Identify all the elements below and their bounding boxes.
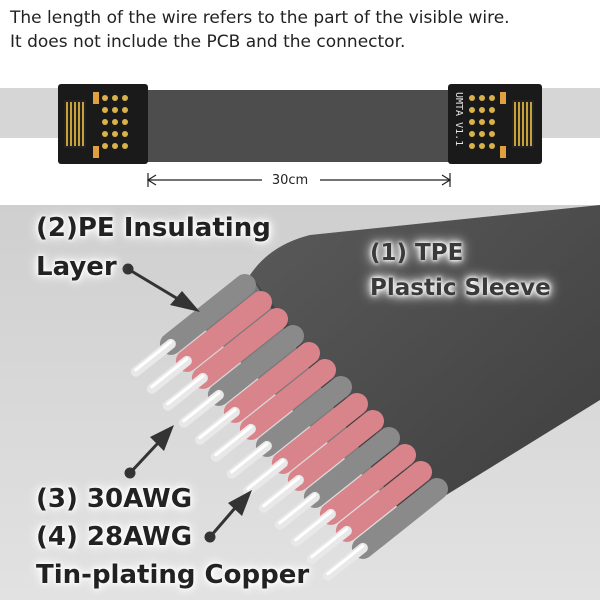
wire-highlight	[326, 544, 365, 576]
wire-group	[130, 274, 448, 581]
wire-conductor	[274, 491, 320, 530]
length-label: 30cm	[272, 173, 308, 188]
wire-conductor	[290, 508, 336, 547]
wire-highlight	[262, 476, 301, 508]
tpe-label-2: Plastic Sleeve	[370, 275, 551, 301]
wire-conductor	[130, 338, 176, 377]
wire-highlight	[182, 391, 221, 423]
wire-highlight	[150, 357, 189, 389]
header-line-1: The length of the wire refers to the par…	[10, 8, 510, 28]
pe-layer-label-2: Layer	[36, 252, 117, 282]
wire-conductor	[306, 525, 352, 564]
pcb-marking: UMTA V1.1	[453, 92, 464, 146]
wire-highlight	[294, 510, 333, 542]
wire-conductor	[322, 542, 368, 581]
wire-insulation	[159, 274, 256, 355]
wire-insulation	[207, 325, 304, 406]
awg30-label: (3) 30AWG	[36, 484, 193, 514]
wire-conductor	[210, 423, 256, 462]
tpe-sleeve	[250, 205, 600, 511]
wire-highlight	[310, 527, 349, 559]
wire-highlight	[230, 442, 269, 474]
flat-cable	[145, 90, 450, 162]
wire-insulation	[175, 291, 272, 372]
cable-overview: UMTA V1.1 30cm	[0, 84, 600, 188]
wire-highlight	[134, 340, 173, 372]
wire-insulation	[335, 461, 432, 542]
right-tab	[540, 88, 600, 138]
wire-highlight	[246, 459, 285, 491]
awg30-arrow	[124, 425, 174, 479]
wire-highlight	[214, 425, 253, 457]
wire-conductor	[226, 440, 272, 479]
pe-arrow	[122, 263, 200, 312]
header-line-2: It does not include the PCB and the conn…	[10, 32, 406, 52]
right-pcb: UMTA V1.1	[448, 84, 542, 164]
wire-conductor	[242, 457, 288, 496]
header-text: The length of the wire refers to the par…	[10, 6, 594, 54]
wire-insulation	[223, 342, 320, 423]
wire-insulation	[351, 478, 448, 559]
wire-insulation	[287, 410, 384, 491]
left-tab	[0, 88, 60, 138]
cross-section-illustration	[0, 205, 600, 600]
wire-insulation	[239, 359, 336, 440]
pe-layer-label-1: (2)PE Insulating	[36, 213, 271, 243]
awg28-label: (4) 28AWG	[36, 522, 193, 552]
copper-label: Tin-plating Copper	[36, 560, 310, 590]
wire-highlight	[166, 374, 205, 406]
wire-highlight	[278, 493, 317, 525]
wire-conductor	[146, 355, 192, 394]
wire-conductor	[178, 389, 224, 428]
tpe-label-1: (1) TPE	[370, 240, 464, 266]
left-pcb	[58, 84, 148, 164]
wire-insulation	[319, 444, 416, 525]
length-dimension	[146, 173, 452, 187]
wire-insulation	[303, 427, 400, 508]
wire-insulation	[271, 393, 368, 474]
wire-conductor	[194, 406, 240, 445]
wire-insulation	[255, 376, 352, 457]
wire-conductor	[258, 474, 304, 513]
wire-highlight	[198, 408, 237, 440]
wire-conductor	[162, 372, 208, 411]
wire-insulation	[191, 308, 288, 389]
awg28-arrow	[204, 490, 252, 543]
callout-arrows	[122, 263, 252, 543]
